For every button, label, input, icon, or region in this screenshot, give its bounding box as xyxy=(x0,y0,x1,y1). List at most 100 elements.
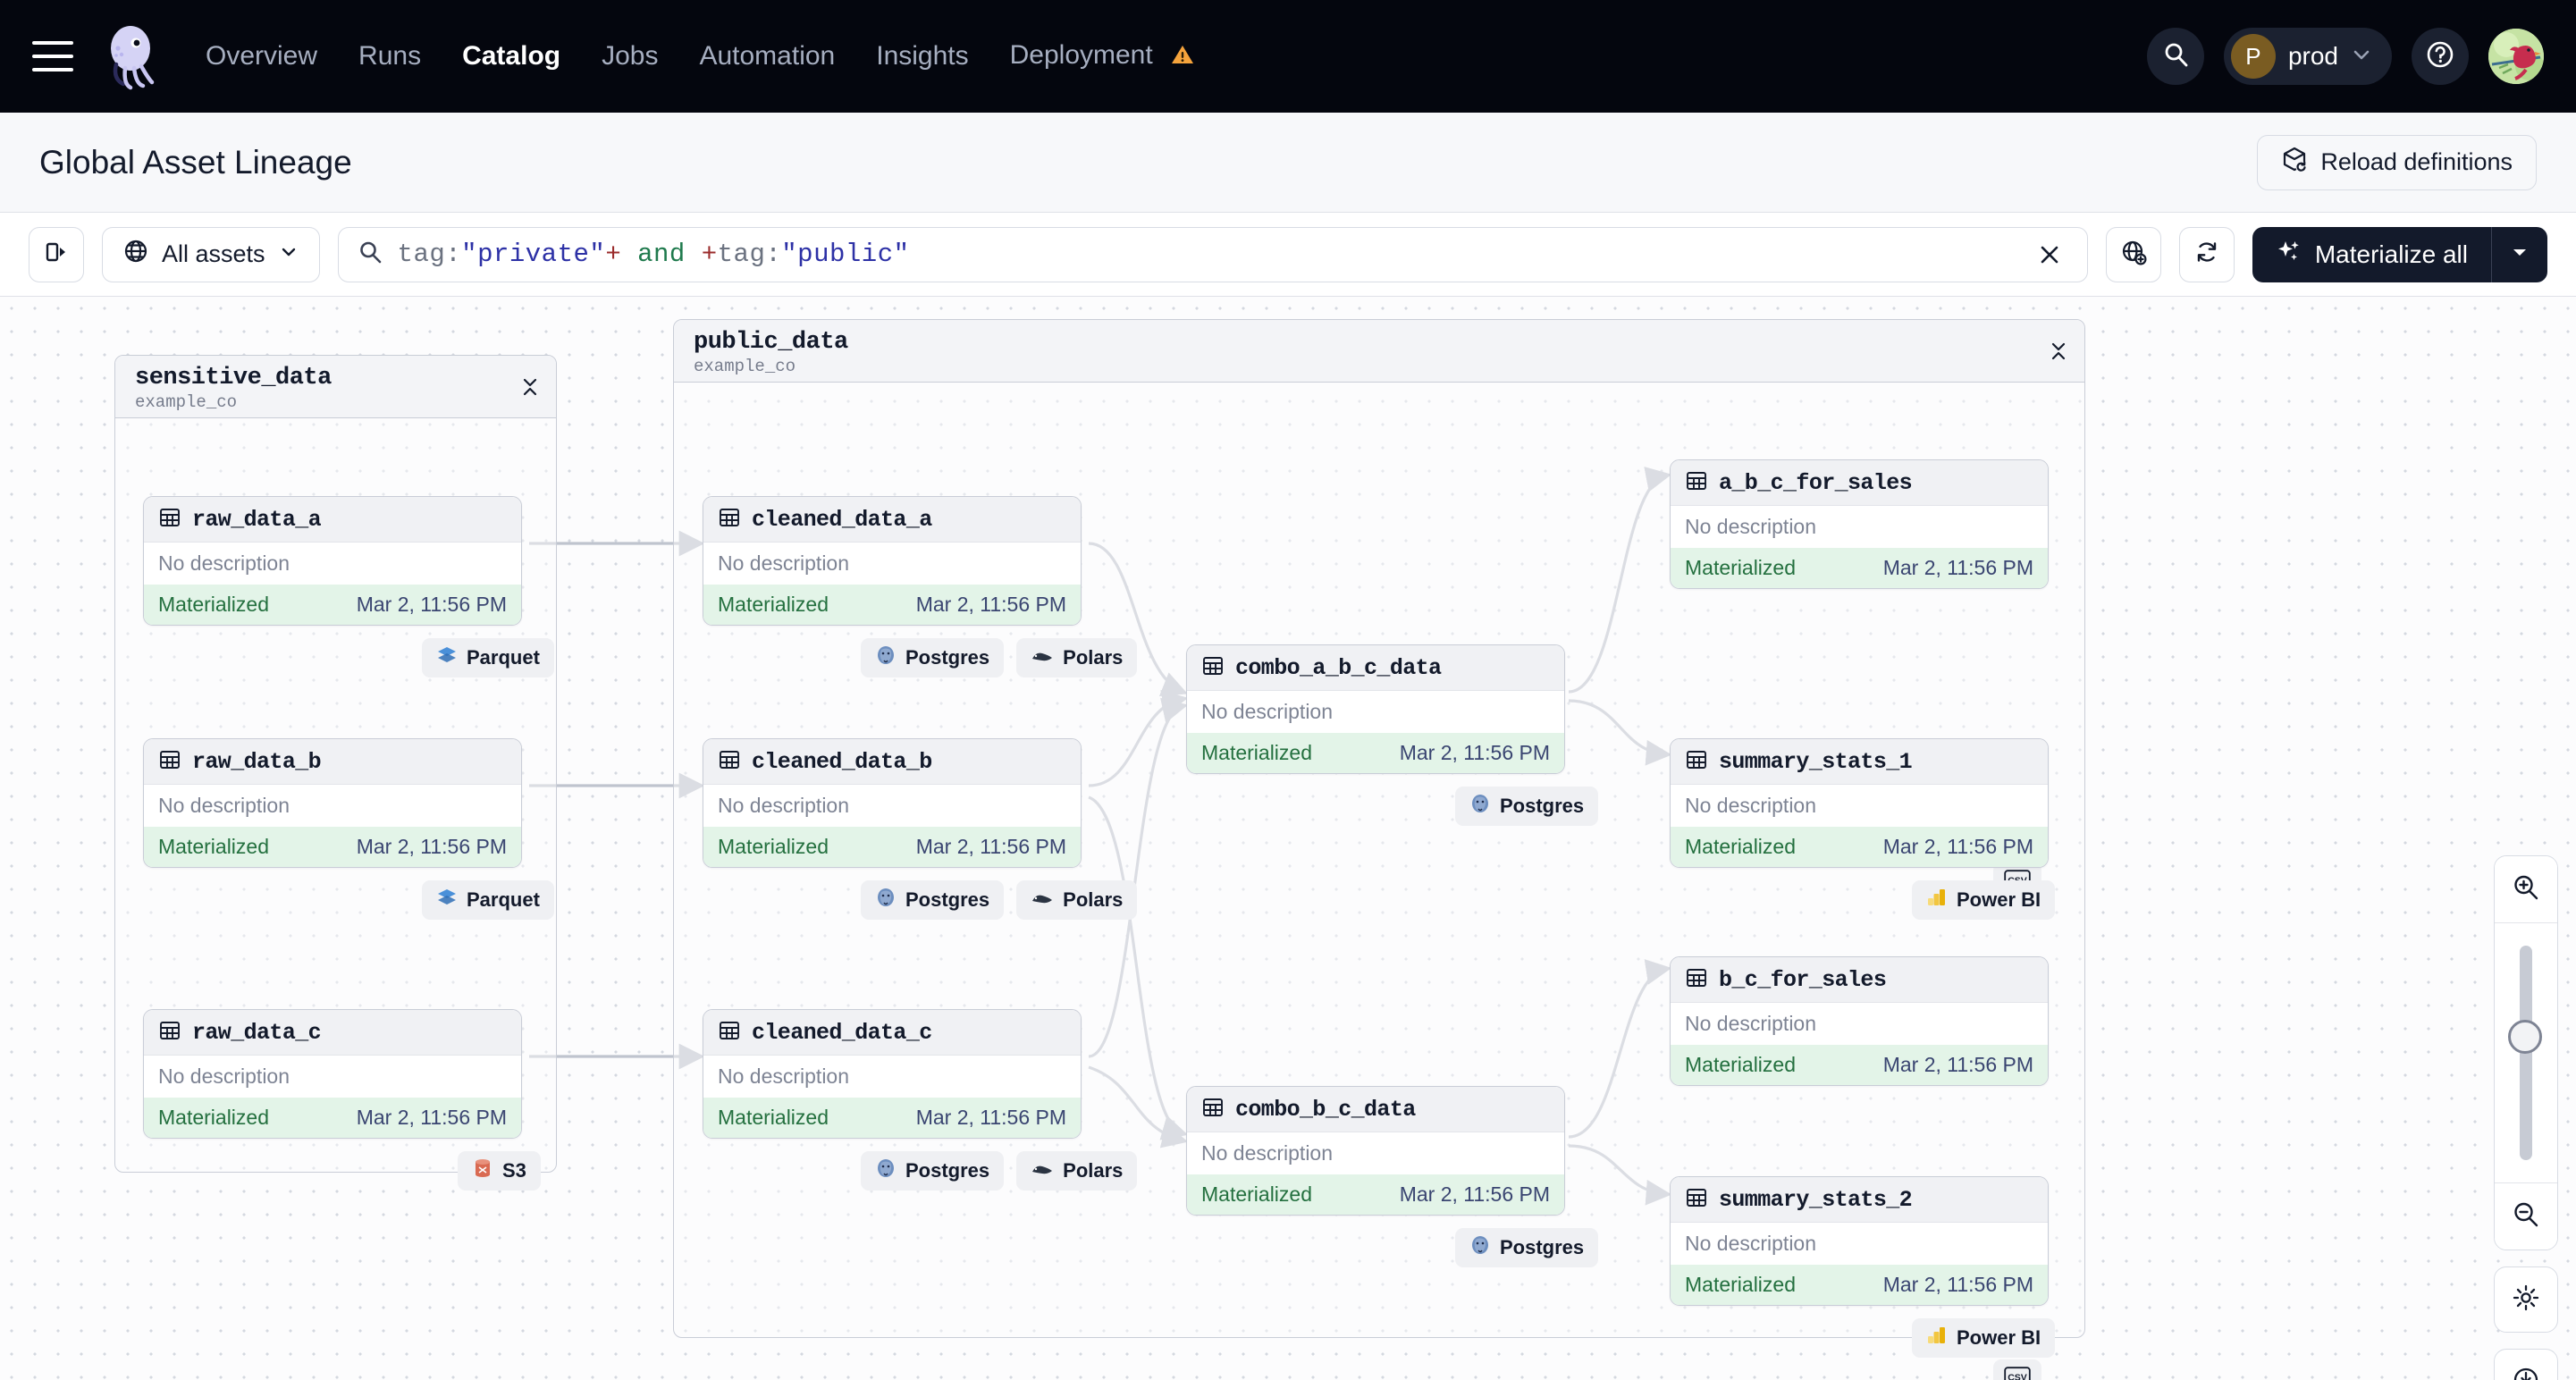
sidebar-toggle-button[interactable] xyxy=(29,226,84,282)
status-timestamp: Mar 2, 11:56 PM xyxy=(915,1106,1066,1129)
zoom-slider-thumb[interactable] xyxy=(2508,1020,2542,1054)
globe-plus-icon xyxy=(2120,239,2147,270)
asset-node-raw-data-c[interactable]: raw_data_c No description Materialized M… xyxy=(143,1009,522,1139)
zoom-in-button[interactable] xyxy=(2495,856,2557,922)
table-icon xyxy=(158,506,181,534)
table-icon xyxy=(1201,1096,1225,1123)
badge-parquet[interactable]: Parquet xyxy=(422,880,554,920)
badge-polars[interactable]: Polars xyxy=(1016,638,1138,677)
status-label: Materialized xyxy=(158,1106,269,1129)
asset-node-description: No description xyxy=(1187,1132,1564,1174)
asset-badges: Postgres Polars xyxy=(861,1151,1138,1191)
help-button[interactable] xyxy=(2412,28,2469,85)
asset-node-header: cleaned_data_b xyxy=(703,739,1081,785)
badge-postgres[interactable]: Postgres xyxy=(861,880,1005,920)
asset-group-repo: example_co xyxy=(135,392,238,412)
add-global-filter-button[interactable] xyxy=(2105,226,2161,282)
lineage-graph-canvas[interactable]: sensitive_data example_co public_data ex… xyxy=(0,297,2576,1380)
badge-postgres[interactable]: Postgres xyxy=(1455,1228,1599,1267)
badge-power-bi[interactable]: Power BI xyxy=(1912,1318,2056,1358)
asset-group-repo: example_co xyxy=(694,357,796,376)
clear-search-button[interactable] xyxy=(2030,235,2069,274)
asset-badges: Postgres xyxy=(1455,1228,1599,1267)
asset-node-raw-data-b[interactable]: raw_data_b No description Materialized M… xyxy=(143,738,522,868)
materialize-all-button-group[interactable]: Materialize all xyxy=(2252,226,2547,282)
graph-settings-button[interactable] xyxy=(2494,1266,2558,1333)
nav-link-overview[interactable]: Overview xyxy=(206,41,318,71)
reload-definitions-label: Reload definitions xyxy=(2320,148,2513,175)
asset-node-summary-stats-2[interactable]: summary_stats_2 No description Materiali… xyxy=(1670,1176,2049,1306)
parquet-icon xyxy=(436,888,458,913)
assets-scope-select[interactable]: All assets xyxy=(102,226,320,282)
badge-csv[interactable]: CSV xyxy=(1993,1359,2041,1380)
asset-node-description: No description xyxy=(144,543,521,585)
asset-node-cleaned-data-a[interactable]: cleaned_data_a No description Materializ… xyxy=(703,496,1082,626)
asset-node-combo-b-c-data[interactable]: combo_b_c_data No description Materializ… xyxy=(1186,1086,1565,1216)
asset-node-cleaned-data-c[interactable]: cleaned_data_c No description Materializ… xyxy=(703,1009,1082,1139)
collapse-group-icon[interactable] xyxy=(520,375,540,403)
badge-postgres[interactable]: Postgres xyxy=(861,638,1005,677)
asset-group-name: public_data xyxy=(694,329,848,356)
status-label: Materialized xyxy=(718,593,829,616)
badge-s3[interactable]: S3 xyxy=(458,1151,541,1191)
reload-definitions-button[interactable]: Reload definitions xyxy=(2257,134,2537,190)
materialize-options-button[interactable] xyxy=(2492,227,2547,282)
asset-node-summary-stats-1[interactable]: summary_stats_1 No description Materiali… xyxy=(1670,738,2049,868)
dagster-logo-icon[interactable] xyxy=(98,21,168,91)
nav-link-deployment[interactable]: Deployment xyxy=(1010,40,1194,72)
badge-label: Power BI xyxy=(1957,888,2041,911)
asset-group-header: sensitive_data example_co xyxy=(115,356,556,418)
nav-link-insights[interactable]: Insights xyxy=(876,41,969,71)
refresh-button[interactable] xyxy=(2178,226,2235,282)
badge-power-bi[interactable]: Power BI xyxy=(1912,880,2056,920)
asset-node-description: No description xyxy=(144,785,521,827)
asset-node-title: cleaned_data_a xyxy=(752,506,932,533)
nav-link-jobs[interactable]: Jobs xyxy=(602,41,659,71)
deployment-switcher[interactable]: P prod xyxy=(2223,28,2392,85)
status-label: Materialized xyxy=(1685,835,1796,858)
badge-postgres[interactable]: Postgres xyxy=(1455,787,1599,826)
badge-polars[interactable]: Polars xyxy=(1016,1151,1138,1191)
asset-node-raw-data-a[interactable]: raw_data_a No description Materialized M… xyxy=(143,496,522,626)
asset-node-description: No description xyxy=(703,1056,1081,1098)
asset-node-a-b-c-for-sales[interactable]: a_b_c_for_sales No description Materiali… xyxy=(1670,459,2049,589)
asset-node-combo-a-b-c-data[interactable]: combo_a_b_c_data No description Material… xyxy=(1186,644,1565,774)
zoom-out-button[interactable] xyxy=(2495,1183,2557,1250)
download-graph-button[interactable] xyxy=(2494,1349,2558,1380)
asset-search-field[interactable]: tag:"private"+ and +tag:"public" xyxy=(337,226,2088,282)
materialize-all-button[interactable]: Materialize all xyxy=(2252,227,2491,282)
status-timestamp: Mar 2, 11:56 PM xyxy=(356,593,507,616)
hamburger-menu-icon[interactable] xyxy=(32,41,73,72)
chevron-down-icon xyxy=(2351,44,2372,70)
asset-node-cleaned-data-b[interactable]: cleaned_data_b No description Materializ… xyxy=(703,738,1082,868)
table-icon xyxy=(718,1019,741,1047)
badge-label: Polars xyxy=(1063,888,1124,911)
warning-triangle-icon xyxy=(1171,42,1194,72)
asset-node-b-c-for-sales[interactable]: b_c_for_sales No description Materialize… xyxy=(1670,956,2049,1086)
nav-link-runs[interactable]: Runs xyxy=(358,41,422,71)
gear-icon xyxy=(2511,1283,2541,1317)
badge-polars[interactable]: Polars xyxy=(1016,880,1138,920)
asset-search-query[interactable]: tag:"private"+ and +tag:"public" xyxy=(397,240,910,269)
asset-node-title: combo_b_c_data xyxy=(1235,1096,1416,1123)
asset-group-name: sensitive_data xyxy=(135,365,332,391)
collapse-group-icon[interactable] xyxy=(2049,340,2068,367)
asset-badges: Postgres Polars xyxy=(861,638,1138,677)
deployment-name: prod xyxy=(2287,42,2338,70)
badge-label: Postgres xyxy=(905,646,990,669)
main-nav-links: Overview Runs Catalog Jobs Automation In… xyxy=(206,40,1194,72)
global-search-button[interactable] xyxy=(2146,28,2204,85)
badge-parquet[interactable]: Parquet xyxy=(422,638,554,677)
asset-badges: CSV xyxy=(1993,1359,2041,1380)
asset-badges: Power BI xyxy=(1912,1318,2056,1358)
nav-link-catalog[interactable]: Catalog xyxy=(462,41,561,71)
user-avatar[interactable] xyxy=(2488,29,2544,84)
asset-node-status: Materialized Mar 2, 11:56 PM xyxy=(703,827,1081,867)
asset-node-status: Materialized Mar 2, 11:56 PM xyxy=(1671,1045,2048,1085)
nav-link-automation[interactable]: Automation xyxy=(699,41,836,71)
zoom-slider[interactable] xyxy=(2495,923,2557,1182)
search-icon xyxy=(2161,40,2190,73)
parquet-icon xyxy=(436,645,458,670)
status-label: Materialized xyxy=(1685,1273,1796,1296)
badge-postgres[interactable]: Postgres xyxy=(861,1151,1005,1191)
